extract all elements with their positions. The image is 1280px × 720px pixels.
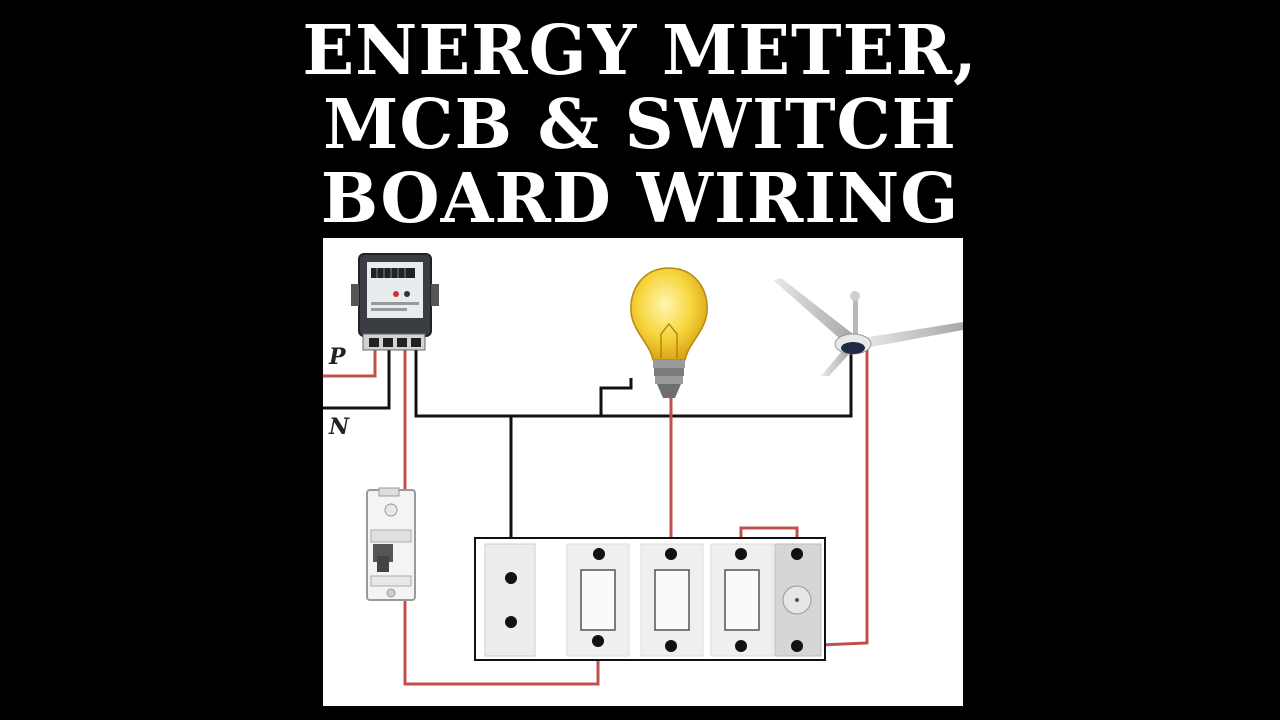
mcb — [366, 487, 416, 601]
neutral-label: N — [328, 414, 350, 440]
bulb — [630, 267, 708, 398]
title-line-3: BOARD WIRING — [320, 159, 960, 239]
title-line-2: MCB & SWITCH — [323, 85, 957, 165]
title-line-1: ENERGY METER, — [302, 11, 978, 91]
wiring-diagram: P N — [323, 238, 963, 706]
switch-board — [474, 537, 826, 661]
page-title: ENERGY METER, MCB & SWITCH BOARD WIRING — [0, 14, 1280, 236]
energy-meter — [351, 253, 439, 351]
neutral-wires — [323, 346, 853, 573]
ceiling-fan — [773, 278, 963, 376]
phase-label: P — [328, 344, 347, 370]
